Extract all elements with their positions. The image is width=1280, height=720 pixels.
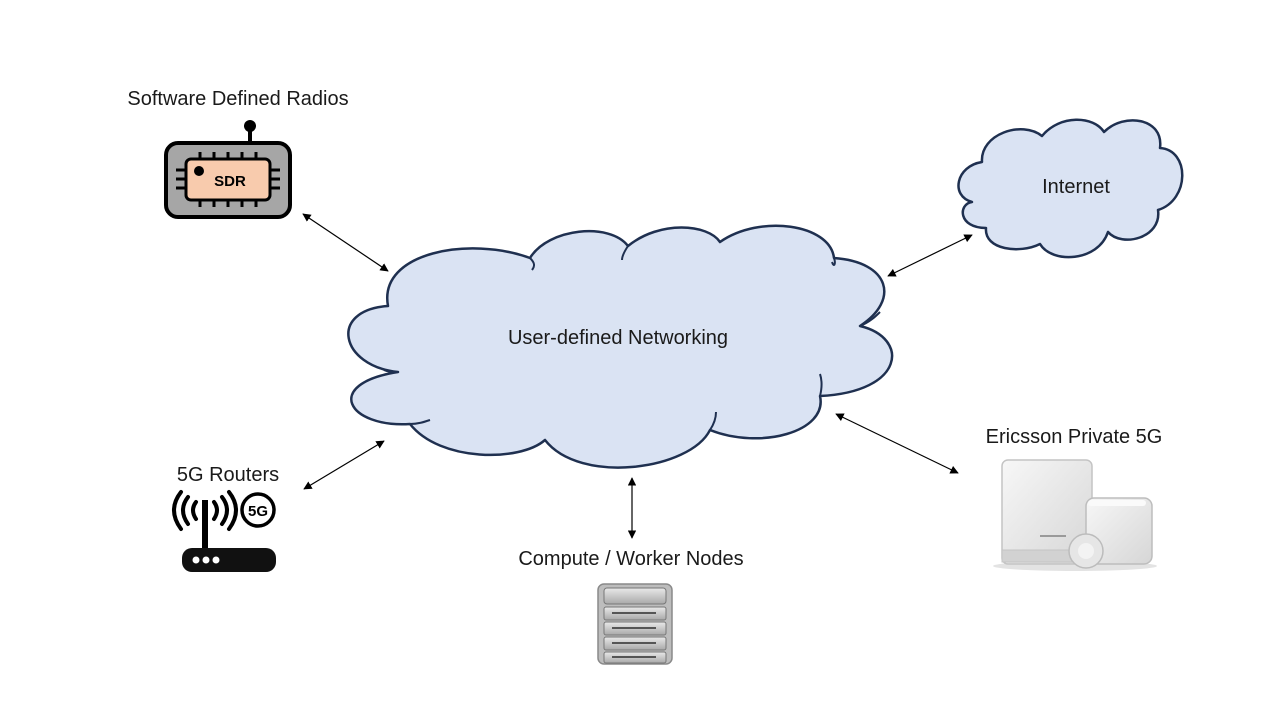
wifi-router-icon	[172, 490, 276, 572]
ericsson-node: Ericsson Private 5G	[986, 426, 1163, 571]
connector-routers	[303, 440, 385, 490]
compute-node: Compute / Worker Nodes	[518, 548, 744, 665]
server-rack-icon	[597, 583, 673, 665]
internet-cloud-label: Internet	[1042, 176, 1110, 198]
compute-label: Compute / Worker Nodes	[518, 548, 743, 570]
ericsson-label: Ericsson Private 5G	[986, 426, 1163, 448]
ericsson-radio-unit-icon	[993, 459, 1157, 571]
sdr-device-icon: SDR	[164, 120, 292, 219]
internet-cloud: Internet	[957, 118, 1184, 259]
routers-node: 5G Routers 5G	[172, 464, 279, 572]
sdr-label: Software Defined Radios	[127, 88, 348, 110]
routers-badge-text: 5G	[248, 503, 268, 520]
connector-ericsson	[835, 413, 959, 474]
connector-sdr	[302, 213, 389, 272]
routers-label: 5G Routers	[177, 464, 279, 486]
center-cloud-label: User-defined Networking	[508, 327, 728, 349]
user-defined-networking-cloud: User-defined Networking	[347, 224, 894, 469]
sdr-node: Software Defined Radios	[127, 88, 349, 219]
5g-badge-icon: 5G	[240, 492, 276, 528]
sdr-chip-text: SDR	[214, 173, 246, 190]
connector-internet	[887, 234, 973, 277]
